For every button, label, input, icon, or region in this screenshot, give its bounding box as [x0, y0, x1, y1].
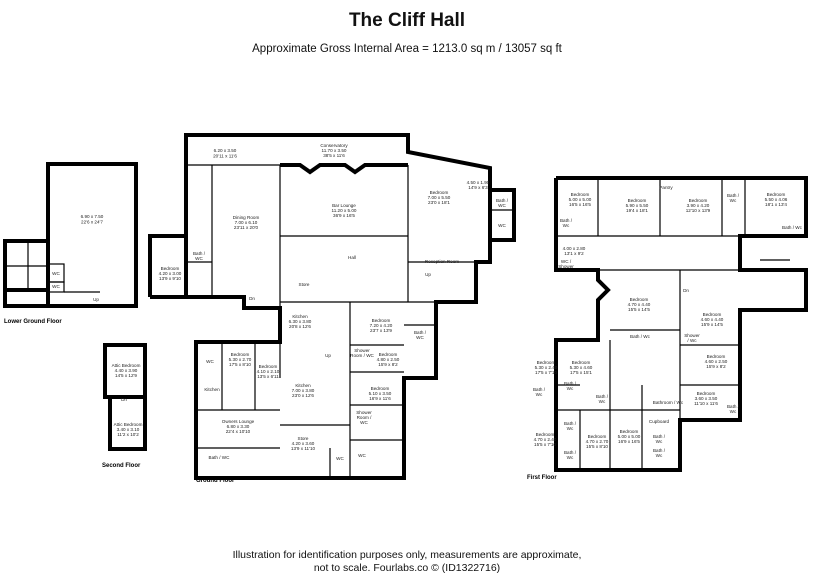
up-marker-ground-2: Up — [325, 353, 331, 358]
ground-floor-walls — [148, 133, 516, 480]
f-cupboard-label: Cupboard — [649, 419, 670, 424]
g-bath-wc-tr-label: Bath /WC — [496, 198, 509, 208]
f-bath-wc9-label: Bath /Wc — [564, 421, 577, 431]
hall-label: Hall — [348, 255, 356, 260]
up-marker-ground: Up — [425, 272, 431, 277]
second-floor-walls — [103, 343, 147, 451]
g-kitchen-small-label: Kitchen — [204, 387, 220, 392]
second-floor-label: Second Floor — [102, 463, 141, 469]
lower-ground-floor-walls — [3, 162, 138, 308]
first-floor-label: First Floor — [527, 475, 557, 481]
f-pantry-label: Pantry — [659, 185, 673, 190]
lg-wc1-label: WC — [52, 271, 60, 276]
g-wc-b1-label: WC — [336, 456, 344, 461]
disclaimer-line-2: not to scale. Fourlabs.co © (ID1322716) — [313, 562, 501, 574]
dn-marker-second: Dn — [121, 397, 127, 402]
f-bath-wc1-label: Bath /Wc — [727, 193, 740, 203]
plan-title: The Cliff Hall — [348, 10, 466, 31]
f-wc-shower-label: WC /Shower — [558, 259, 574, 269]
g-bath-wc-b-label: Bath / WC — [209, 455, 231, 460]
lower-ground-floor-label: Lower Ground Floor — [4, 319, 62, 325]
gross-area: Approximate Gross Internal Area = 1213.0… — [252, 43, 562, 55]
g-bath-wc-l-label: Bath /WC — [193, 251, 206, 261]
f-bath-wc6-label: Bath /Wc — [564, 381, 577, 391]
f-bath-wc12-label: Bath /Wc — [653, 448, 666, 458]
reception-room-label: Reception Room — [425, 259, 459, 264]
f-bath-wc11-label: Bath /Wc — [653, 434, 666, 444]
dn-marker-first: Dn — [683, 288, 689, 293]
disclaimer: Illustration for identification purposes… — [0, 549, 814, 575]
f-shower-wc-label: Shower/ Wc — [684, 333, 700, 343]
disclaimer-line-1: Illustration for identification purposes… — [232, 549, 582, 561]
g-bath-wc-mid-label: Bath /WC — [414, 330, 427, 340]
f-bath-wc4-label: Bath / Wc — [630, 334, 651, 339]
lg-wc2-label: WC — [52, 284, 60, 289]
first-floor-walls — [554, 176, 808, 472]
g-wc-left-label: WC — [206, 359, 214, 364]
g-store-top-label: Store — [299, 282, 310, 287]
up-marker-first: Up — [93, 297, 99, 302]
f-bath-wc7-label: Bath /Wc — [596, 394, 609, 404]
ground-floor-label: Ground Floor — [196, 478, 235, 484]
f-bath-wc3-label: Bath / Wc — [782, 225, 803, 230]
g-wc-tr-label: WC — [498, 223, 506, 228]
f-bath-wc2-label: Bath /Wc — [560, 218, 573, 228]
f-bath-wc8-label: Bath /Wc — [727, 404, 740, 414]
f-bathroom-wc-label: Bathroom / Wc — [653, 400, 684, 405]
dn-marker-ground: Dn — [249, 296, 255, 301]
f-bath-wc10-label: Bath /Wc — [564, 450, 577, 460]
g-wc-b2-label: WC — [358, 453, 366, 458]
f-bath-wc5-label: Bath /Wc — [533, 387, 546, 397]
